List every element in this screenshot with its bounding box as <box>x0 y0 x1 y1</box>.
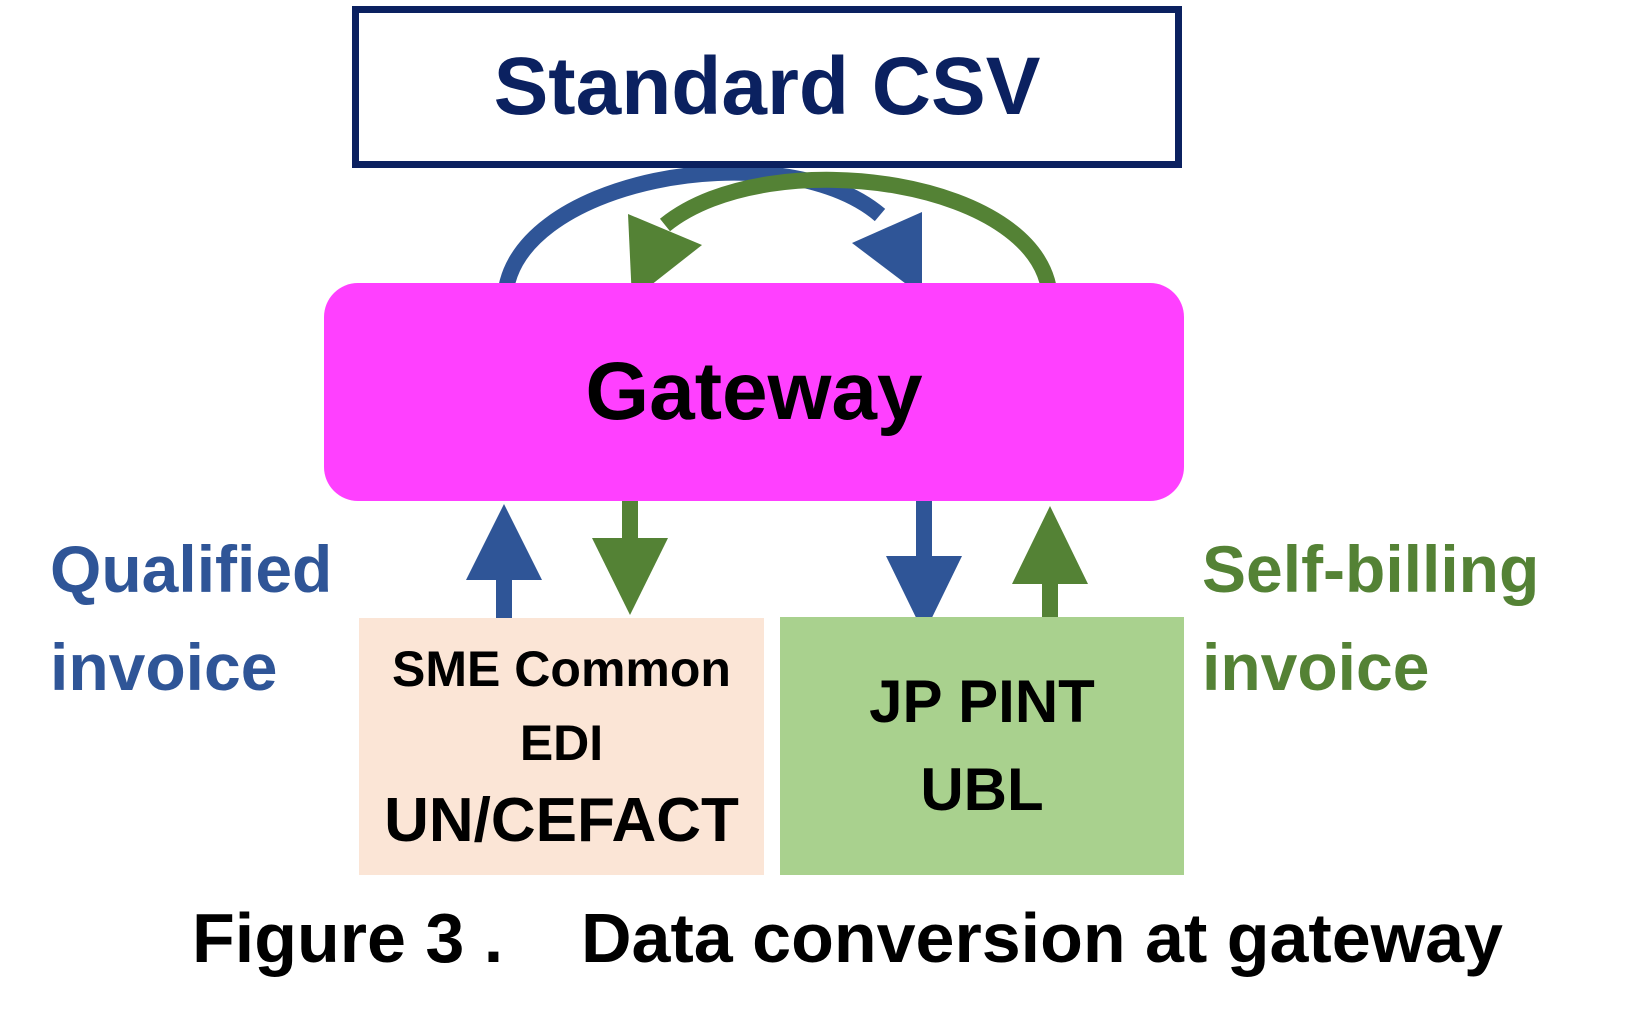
selfbilling-label-line2: invoice <box>1202 630 1430 704</box>
pint-box-line1: JP PINT <box>869 668 1095 735</box>
pint-up-arrowhead <box>1012 506 1088 584</box>
jp-pint-box: JP PINT UBL <box>780 617 1184 875</box>
edi-up-arrow-shaft <box>496 578 512 620</box>
pint-up-arrow-shaft <box>1042 580 1058 620</box>
green-arc-arrow <box>659 171 1058 303</box>
edi-box-line2: EDI <box>519 714 604 771</box>
sme-common-edi-box: SME Common EDI UN/CEFACT <box>359 618 764 875</box>
edi-down-arrowhead <box>592 538 668 615</box>
selfbilling-label-line1: Self-billing <box>1202 532 1540 606</box>
gateway-label: Gateway <box>585 346 923 437</box>
qualified-invoice-label: Qualified invoice <box>50 520 332 716</box>
qualified-label-line2: invoice <box>50 630 278 704</box>
standard-csv-box: Standard CSV <box>352 6 1182 168</box>
self-billing-invoice-label: Self-billing invoice <box>1202 520 1539 716</box>
edi-up-arrowhead <box>466 504 542 580</box>
gateway-box: Gateway <box>324 283 1184 501</box>
pint-box-line2: UBL <box>920 756 1044 823</box>
qualified-label-line1: Qualified <box>50 532 333 606</box>
green-arc-arrowhead <box>628 214 702 300</box>
figure-caption: Figure 3 . Data conversion at gateway <box>192 899 1503 977</box>
standard-csv-label: Standard CSV <box>493 41 1041 132</box>
edi-down-arrow-shaft <box>622 500 638 538</box>
edi-box-line3: UN/CEFACT <box>384 785 739 855</box>
pint-down-arrow-shaft <box>916 500 932 558</box>
pint-down-arrowhead <box>886 556 962 634</box>
edi-box-line1: SME Common <box>392 640 731 697</box>
blue-arc-arrowhead <box>852 212 922 296</box>
